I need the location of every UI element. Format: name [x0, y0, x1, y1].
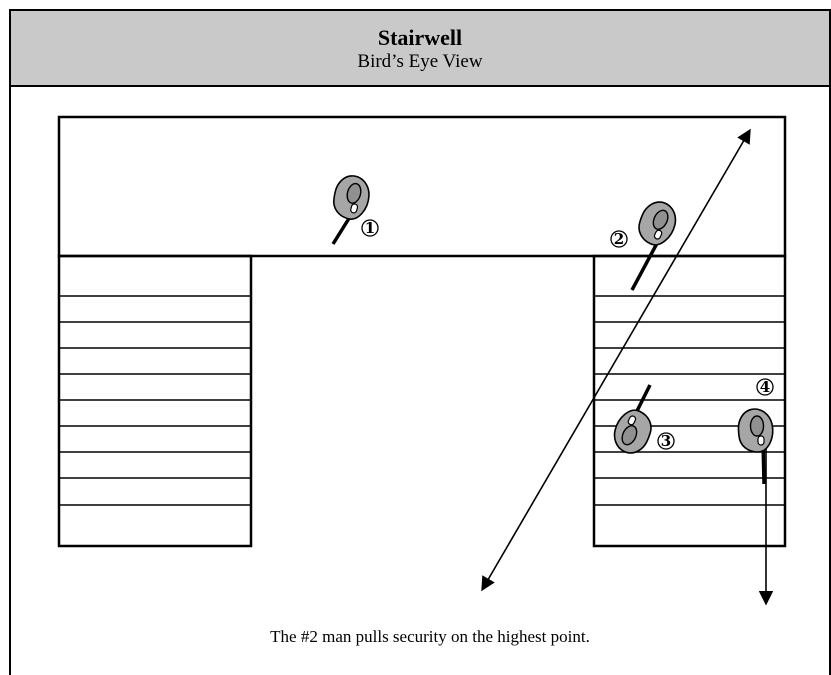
marker-circle	[756, 378, 774, 396]
right-stair-flight	[592, 254, 787, 548]
marker-label-4: 4	[760, 378, 770, 396]
person-top-view-icon	[631, 195, 683, 251]
diagram-subtitle: Bird’s Eye View	[357, 51, 483, 72]
marker-circle	[657, 432, 675, 450]
left-stair-flight	[57, 254, 253, 548]
sector-arrow-diagonal	[481, 128, 751, 592]
man-4: 4	[737, 378, 774, 485]
man-3: 3	[607, 384, 675, 460]
person-top-view-icon	[737, 408, 774, 453]
marker-label-2: 2	[614, 230, 624, 248]
marker-label-3: 3	[661, 432, 671, 450]
marker-label-1: 1	[365, 219, 375, 237]
landing-outline	[57, 115, 787, 258]
marker-circle	[610, 230, 628, 248]
person-top-view-icon	[328, 171, 375, 224]
diagram-header: Stairwell Bird’s Eye View	[11, 11, 829, 87]
person-top-view-icon	[607, 404, 659, 460]
man-1: 1	[328, 171, 379, 245]
diagram-caption: The #2 man pulls security on the highest…	[270, 627, 590, 646]
diagram-frame: Stairwell Bird’s Eye View	[9, 9, 831, 675]
man-2: 2	[610, 195, 683, 291]
diagram-title: Stairwell	[377, 25, 463, 50]
marker-circle	[361, 219, 379, 237]
